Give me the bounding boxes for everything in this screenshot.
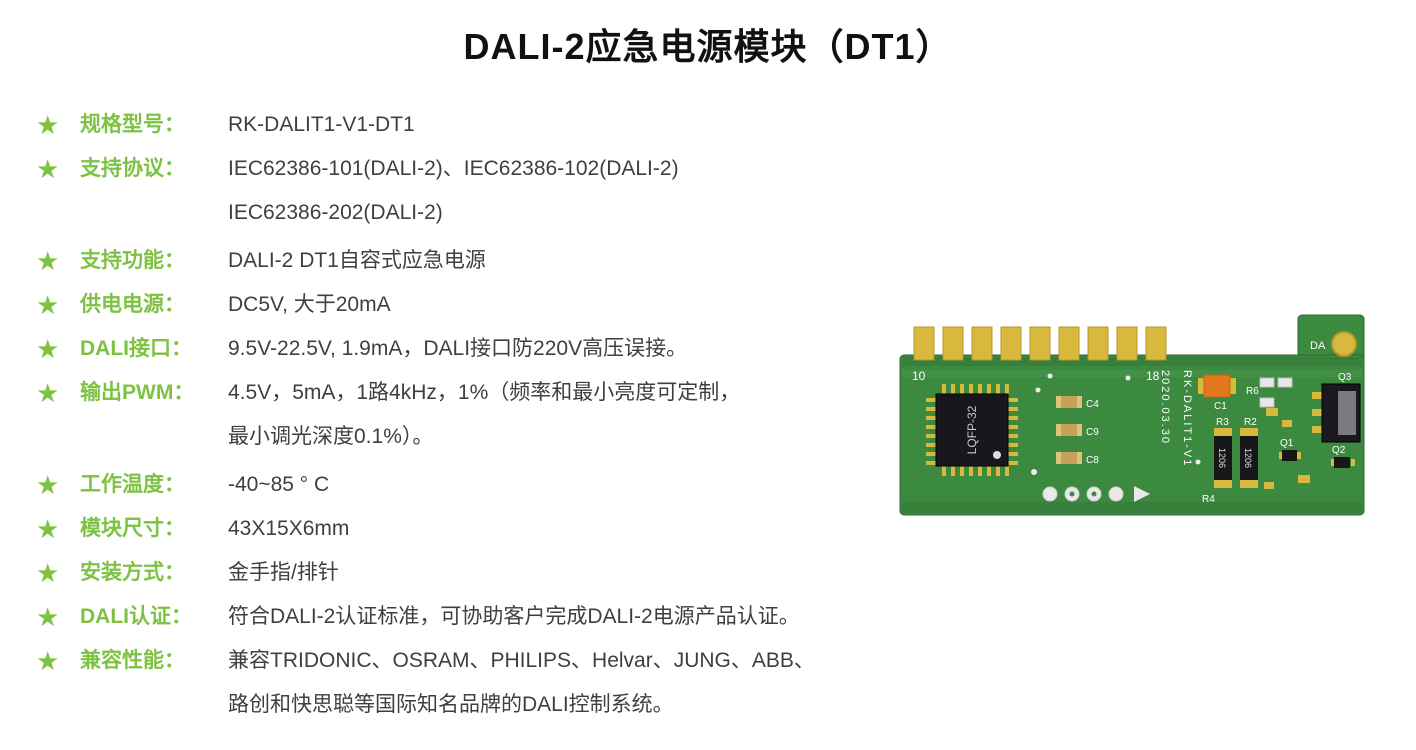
spec-value-line: 9.5V-22.5V, 1.9mA，DALI接口防220V高压误接。 <box>228 337 688 360</box>
pcb-board-graphics <box>899 314 1365 516</box>
spec-row-model: ★ 规格型号： RK-DALIT1-V1-DT1 <box>36 103 815 147</box>
star-icon: ★ <box>36 154 60 184</box>
spec-label: 供电电源： <box>80 293 185 316</box>
pcb-smd-code-1206-a: 1206 <box>1217 448 1227 468</box>
spec-value: 兼容TRIDONIC、OSRAM、PHILIPS、Helvar、JUNG、ABB… <box>228 639 815 727</box>
spec-value: 43X15X6mm <box>228 507 349 551</box>
pcb-label-r4: R4 <box>1202 494 1215 505</box>
pcb-photo: 10 18 LQFP-32 C4 C9 C8 2020.03.30 RK-DAL… <box>899 314 1365 516</box>
spec-label: 兼容性能： <box>80 649 185 672</box>
pcb-pin-number-10: 10 <box>912 369 926 383</box>
spec-value-line: 最小调光深度0.1%）。 <box>228 425 434 448</box>
spec-value-line: 4.5V，5mA，1路4kHz，1%（频率和最小亮度可定制， <box>228 381 741 404</box>
spec-row-compatibility: ★ 兼容性能： 兼容TRIDONIC、OSRAM、PHILIPS、Helvar、… <box>36 639 815 727</box>
spec-value-line: RK-DALIT1-V1-DT1 <box>228 113 415 136</box>
spec-label: 工作温度： <box>80 473 185 496</box>
star-icon: ★ <box>36 514 60 544</box>
star-icon: ★ <box>36 470 60 500</box>
spec-label: DALI认证： <box>80 605 192 628</box>
pcb-chip-label: LQFP-32 <box>965 405 979 454</box>
spec-label: 规格型号： <box>80 113 185 136</box>
spec-row-power-supply: ★ 供电电源： DC5V, 大于20mA <box>36 283 815 327</box>
spec-row-function: ★ 支持功能： DALI-2 DT1自容式应急电源 <box>36 239 815 283</box>
pcb-label-r6: R6 <box>1246 386 1259 397</box>
page-title: DALI-2应急电源模块（DT1） <box>463 26 953 67</box>
pcb-smd-code-1206-b: 1206 <box>1243 448 1253 468</box>
pcb-date-text: 2020.03.30 <box>1159 370 1171 445</box>
pcb-label-c9: C9 <box>1086 427 1099 438</box>
pcb-label-r3: R3 <box>1216 417 1229 428</box>
spec-label: 输出PWM： <box>80 381 195 404</box>
spec-row-protocols: ★ 支持协议： IEC62386-101(DALI-2)、IEC62386-10… <box>36 147 815 235</box>
spec-value: 金手指/排针 <box>228 551 339 595</box>
spec-row-mounting: ★ 安装方式： 金手指/排针 <box>36 551 815 595</box>
spec-value-line: DALI-2 DT1自容式应急电源 <box>228 249 486 272</box>
pcb-label-q2: Q2 <box>1332 445 1346 456</box>
spec-value-line: 43X15X6mm <box>228 517 350 540</box>
spec-row-certification: ★ DALI认证： 符合DALI-2认证标准，可协助客户完成DALI-2电源产品… <box>36 595 815 639</box>
pcb-label-q3: Q3 <box>1338 372 1352 383</box>
spec-value-line: -40~85 ° C <box>228 473 330 496</box>
spec-value-line: IEC62386-202(DALI-2) <box>228 201 443 224</box>
spec-row-pwm-output: ★ 输出PWM： 4.5V，5mA，1路4kHz，1%（频率和最小亮度可定制， … <box>36 371 815 459</box>
spec-value: 4.5V，5mA，1路4kHz，1%（频率和最小亮度可定制， 最小调光深度0.1… <box>228 371 740 459</box>
spec-label: 支持协议： <box>80 157 185 180</box>
pcb-label-q1: Q1 <box>1280 438 1294 449</box>
pcb-label-c4: C4 <box>1086 399 1099 410</box>
pcb-model-text: RK-DALIT1-V1 <box>1181 370 1193 467</box>
spec-label: 支持功能： <box>80 249 185 272</box>
spec-value-line: 符合DALI-2认证标准，可协助客户完成DALI-2电源产品认证。 <box>228 605 800 628</box>
pcb-label-c8: C8 <box>1086 455 1099 466</box>
spec-value: RK-DALIT1-V1-DT1 <box>228 103 415 147</box>
spec-value: -40~85 ° C <box>228 463 329 507</box>
star-icon: ★ <box>36 110 60 140</box>
star-icon: ★ <box>36 558 60 588</box>
spec-row-dimensions: ★ 模块尺寸： 43X15X6mm <box>36 507 815 551</box>
spec-value: DALI-2 DT1自容式应急电源 <box>228 239 486 283</box>
spec-value: 9.5V-22.5V, 1.9mA，DALI接口防220V高压误接。 <box>228 327 687 371</box>
spec-label: 安装方式： <box>80 561 185 584</box>
star-icon: ★ <box>36 290 60 320</box>
spec-list: ★ 规格型号： RK-DALIT1-V1-DT1 ★ 支持协议： IEC6238… <box>36 103 815 727</box>
spec-value-line: DC5V, 大于20mA <box>228 293 391 316</box>
star-icon: ★ <box>36 602 60 632</box>
spec-label: DALI接口： <box>80 337 192 360</box>
spec-row-dali-interface: ★ DALI接口： 9.5V-22.5V, 1.9mA，DALI接口防220V高… <box>36 327 815 371</box>
spec-label: 模块尺寸： <box>80 517 185 540</box>
pcb-product-image: 10 18 LQFP-32 C4 C9 C8 2020.03.30 RK-DAL… <box>898 312 1368 519</box>
spec-value-line: 兼容TRIDONIC、OSRAM、PHILIPS、Helvar、JUNG、ABB… <box>228 649 815 672</box>
spec-value-line: IEC62386-101(DALI-2)、IEC62386-102(DALI-2… <box>228 157 679 180</box>
star-icon: ★ <box>36 378 60 408</box>
pcb-label-r2: R2 <box>1244 417 1257 428</box>
star-icon: ★ <box>36 334 60 364</box>
star-icon: ★ <box>36 246 60 276</box>
star-icon: ★ <box>36 646 60 676</box>
spec-row-temperature: ★ 工作温度： -40~85 ° C <box>36 463 815 507</box>
spec-value: DC5V, 大于20mA <box>228 283 391 327</box>
spec-value-line: 路创和快思聪等国际知名品牌的DALI控制系统。 <box>228 693 674 716</box>
spec-value: 符合DALI-2认证标准，可协助客户完成DALI-2电源产品认证。 <box>228 595 800 639</box>
pcb-label-c1: C1 <box>1214 401 1227 412</box>
pcb-label-da: DA <box>1310 340 1326 352</box>
spec-value-line: 金手指/排针 <box>228 561 339 584</box>
pcb-pin-number-18: 18 <box>1146 369 1160 383</box>
spec-value: IEC62386-101(DALI-2)、IEC62386-102(DALI-2… <box>228 147 679 235</box>
